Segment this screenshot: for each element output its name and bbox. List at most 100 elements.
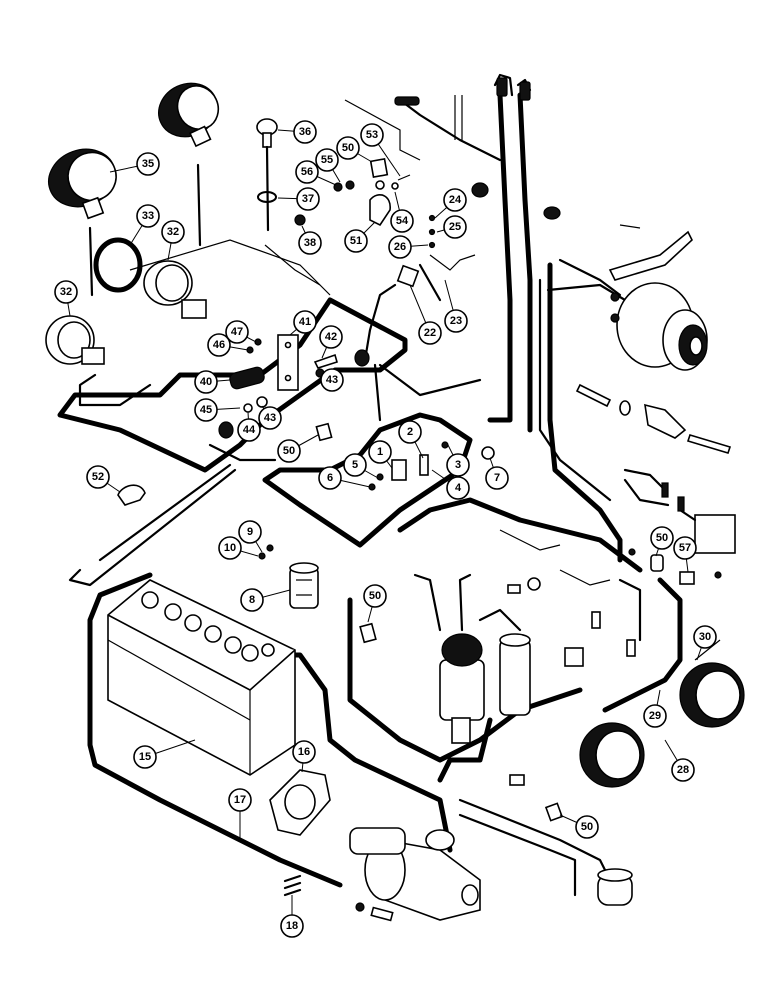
callout-circle [398,420,422,444]
callout-c42: 42 [319,325,343,349]
callout-circle [136,152,160,176]
callout-circle [693,625,717,649]
callout-circle [86,465,110,489]
callout-c15: 15 [133,745,157,769]
callout-number: 9 [247,526,253,538]
callout-circle [575,815,599,839]
switches-and-hardware [117,118,561,506]
callout-number: 5 [352,459,358,471]
callout-circle [319,325,343,349]
callout-number: 28 [677,764,689,776]
callout-c29: 29 [643,704,667,728]
callout-circle [643,704,667,728]
callout-number: 10 [224,542,236,554]
callout-number: 18 [286,920,298,932]
callout-circle [280,914,304,938]
callout-circle [238,520,262,544]
ground-strap-2 [98,463,232,562]
callout-c24: 24 [443,188,467,212]
callout-circle [277,439,301,463]
callout-number: 56 [301,166,313,178]
callout-number: 50 [342,142,354,154]
callout-circle [207,333,231,357]
callout-circle [225,320,249,344]
callout-circle [237,418,261,442]
callout-c17: 17 [228,788,252,812]
callout-c38: 38 [298,231,322,255]
callout-number: 4 [455,482,462,494]
callout-circle [296,187,320,211]
callout-number: 54 [396,215,409,227]
callout-number: 38 [304,237,316,249]
callout-number: 1 [377,446,383,458]
relay [258,544,319,609]
callout-c10: 10 [218,536,242,560]
regulator [628,482,736,585]
callout-number: 6 [327,472,333,484]
callout-number: 42 [325,331,337,343]
callout-number: 25 [449,221,461,233]
callout-c23: 23 [444,309,468,333]
right-harness [538,258,683,713]
callout-number: 32 [167,226,179,238]
callout-circle [295,160,319,184]
ground-strap [68,468,237,587]
callout-number: 40 [200,376,212,388]
callout-circle [228,788,252,812]
callout-c55: 55 [315,148,339,172]
callout-c6: 6 [318,466,342,490]
callout-number: 3 [455,459,461,471]
callout-number: 50 [369,590,381,602]
callout-number: 7 [494,472,500,484]
callout-circle [360,123,384,147]
callout-number: 16 [298,746,310,758]
dash-outline-2 [264,244,321,286]
callout-circle [343,453,367,477]
starter [283,827,481,922]
callout-c53: 53 [360,123,384,147]
callout-circle [363,584,387,608]
callout-number: 53 [366,129,378,141]
callout-c8: 8 [240,588,264,612]
dash-outline-1 [129,239,331,296]
callout-circle [368,440,392,464]
callout-circle [344,229,368,253]
callout-number: 50 [283,445,295,457]
callout-c50e: 50 [575,815,599,839]
callout-number: 2 [407,426,413,438]
callout-number: 37 [302,193,314,205]
callout-c56: 56 [295,160,319,184]
callout-circle [240,588,264,612]
callout-c5: 5 [343,453,367,477]
callout-circle [390,209,414,233]
callout-number: 23 [450,315,462,327]
callout-circle [443,188,467,212]
callout-number: 43 [264,412,276,424]
callout-c47: 47 [225,320,249,344]
callout-c2: 2 [398,420,422,444]
callout-circle [293,310,317,334]
callout-number: 44 [243,424,256,436]
callout-c50a: 50 [336,136,360,160]
callout-number: 43 [326,374,338,386]
callout-number: 46 [213,339,225,351]
callout-number: 8 [249,594,255,606]
callout-number: 15 [139,751,151,763]
callout-circle [292,740,316,764]
callout-circle [194,370,218,394]
callout-c50c: 50 [363,584,387,608]
callout-c1: 1 [368,440,392,464]
callout-circle [133,745,157,769]
callout-c50b: 50 [277,439,301,463]
callout-circle [446,476,470,500]
callout-number: 50 [581,821,593,833]
horn [509,774,633,906]
callout-circle [298,231,322,255]
distributor-coil [359,529,636,744]
callout-circle [485,466,509,490]
callout-c51: 51 [344,229,368,253]
callout-c35: 35 [136,152,160,176]
callout-c50d: 50 [650,526,674,550]
callout-c44: 44 [237,418,261,442]
